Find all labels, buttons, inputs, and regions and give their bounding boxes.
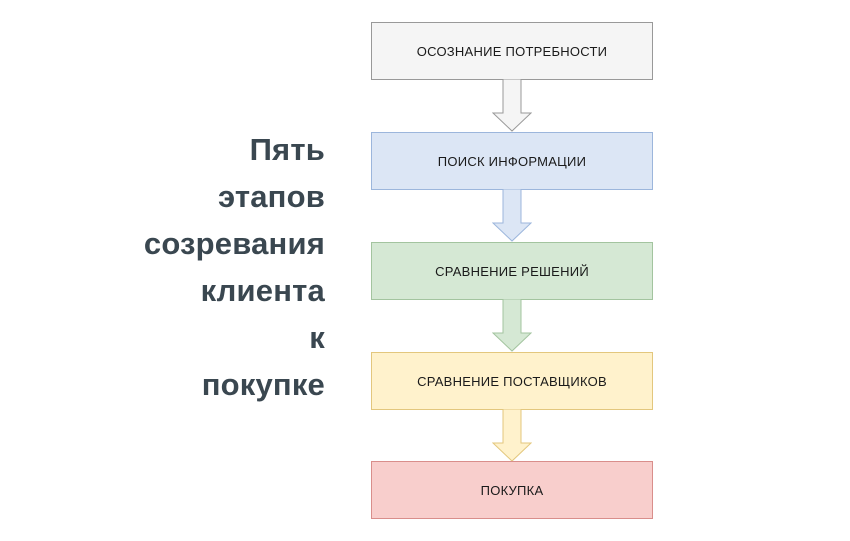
flow-node-stage-2[interactable]: ПОИСК ИНФОРМАЦИИ [371, 132, 653, 190]
flow-node-label: ПОКУПКА [480, 482, 544, 498]
arrow-down-glyph [491, 78, 533, 132]
arrow-down-icon-3 [491, 298, 533, 352]
arrow-down-icon-4 [491, 408, 533, 462]
arrow-down-glyph [491, 188, 533, 242]
flow-node-stage-3[interactable]: СРАВНЕНИЕ РЕШЕНИЙ [371, 242, 653, 300]
flow-node-stage-1[interactable]: ОСОЗНАНИЕ ПОТРЕБНОСТИ [371, 22, 653, 80]
arrow-down-glyph [491, 408, 533, 462]
flow-node-label: ОСОЗНАНИЕ ПОТРЕБНОСТИ [416, 43, 608, 59]
flow-node-stage-5[interactable]: ПОКУПКА [371, 461, 653, 519]
flow-node-stage-4[interactable]: СРАВНЕНИЕ ПОСТАВЩИКОВ [371, 352, 653, 410]
flow-column: ОСОЗНАНИЕ ПОТРЕБНОСТИ ПОИСК ИНФОРМАЦИИ С… [371, 22, 653, 520]
flow-node-label: СРАВНЕНИЕ ПОСТАВЩИКОВ [417, 373, 607, 389]
diagram-title: Пять этапов созревания клиента к покупке [143, 132, 325, 402]
arrow-down-glyph [491, 298, 533, 352]
arrow-down-icon-1 [491, 78, 533, 132]
flow-node-label: СРАВНЕНИЕ РЕШЕНИЙ [435, 263, 589, 279]
arrow-down-icon-2 [491, 188, 533, 242]
flow-node-label: ПОИСК ИНФОРМАЦИИ [437, 153, 587, 169]
